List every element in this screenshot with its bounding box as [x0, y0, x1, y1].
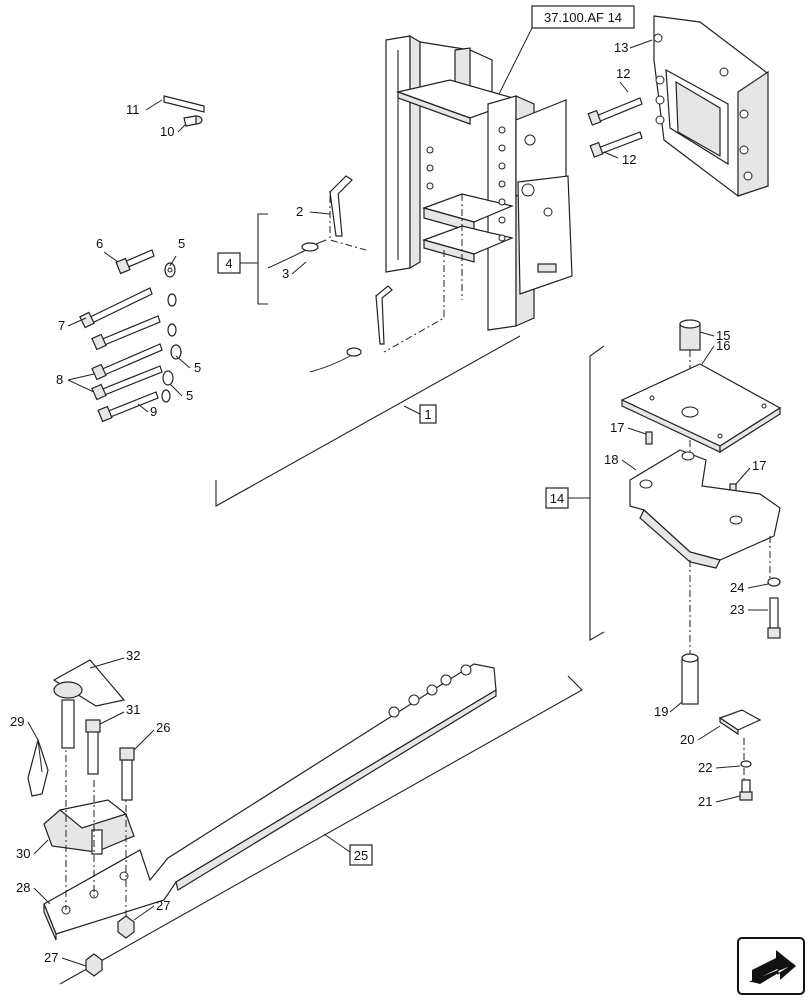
callout-19: 19 — [654, 704, 668, 719]
callout-26: 26 — [156, 720, 170, 735]
callout-27b: 27 — [44, 950, 58, 965]
lower-chain — [309, 285, 393, 373]
mounting-bracket — [653, 15, 769, 197]
callout-12a: 12 — [616, 66, 630, 81]
callout-22: 22 — [698, 760, 712, 775]
plate-16 — [620, 363, 782, 454]
drawbar — [43, 663, 497, 941]
reference-box[interactable]: 37.100.AF 14 — [531, 5, 635, 29]
bolt-9 — [97, 391, 159, 423]
callout-3: 3 — [282, 266, 289, 281]
callout-30: 30 — [16, 846, 30, 861]
bolt-6 — [115, 249, 155, 275]
plate-20 — [718, 709, 762, 736]
callout-29: 29 — [10, 714, 24, 729]
washer-22 — [740, 760, 752, 768]
callout-23: 23 — [730, 602, 744, 617]
callout-27a: 27 — [156, 898, 170, 913]
roll-pin-17a — [645, 431, 653, 445]
spring-clip-29 — [27, 737, 49, 797]
bolt-21 — [739, 779, 753, 801]
bolt-8b — [91, 343, 163, 381]
next-page-arrow-icon[interactable] — [737, 937, 805, 995]
callout-13: 13 — [614, 40, 628, 55]
svg-text:4: 4 — [225, 256, 232, 271]
callout-18: 18 — [604, 452, 618, 467]
bolt-7 — [79, 287, 153, 329]
callout-20: 20 — [680, 732, 694, 747]
group-box-25[interactable]: 25 — [349, 844, 373, 866]
callout-9: 9 — [150, 404, 157, 419]
washer-5-b — [167, 293, 177, 307]
svg-text:1: 1 — [424, 407, 431, 422]
washer-5-d — [170, 344, 182, 360]
retaining-chain — [267, 239, 327, 269]
bolt-8a — [91, 315, 161, 351]
callout-5c: 5 — [186, 388, 193, 403]
bolt-31 — [85, 719, 101, 775]
bolt-12-top — [587, 97, 643, 126]
callout-31: 31 — [126, 702, 140, 717]
washer-5-top — [164, 262, 176, 278]
washer-5-f — [161, 389, 171, 403]
callout-32: 32 — [126, 648, 140, 663]
callout-10: 10 — [160, 124, 174, 139]
hitch-frame — [385, 34, 573, 331]
washer-5-c — [167, 323, 177, 337]
callout-8: 8 — [56, 372, 63, 387]
support-18 — [629, 449, 781, 569]
callout-16: 16 — [716, 338, 730, 353]
group-box-14[interactable]: 14 — [545, 487, 569, 509]
callout-5b: 5 — [194, 360, 201, 375]
clevis-pin — [163, 95, 205, 127]
lynch-pin — [329, 175, 353, 237]
bushing-15 — [679, 319, 701, 351]
callout-11: 11 — [126, 102, 140, 117]
hitch-pin-32 — [52, 659, 126, 749]
bolt-23 — [767, 597, 781, 639]
callout-6: 6 — [96, 236, 103, 251]
callout-28: 28 — [16, 880, 30, 895]
svg-text:14: 14 — [550, 491, 564, 506]
washer-24 — [767, 577, 781, 587]
callout-24: 24 — [730, 580, 744, 595]
callout-15: 15 — [716, 328, 730, 343]
bolt-12-bottom — [589, 131, 643, 158]
bolt-8c — [91, 365, 163, 401]
bolt-26 — [119, 747, 135, 801]
callout-12b: 12 — [622, 152, 636, 167]
group-box-4[interactable]: 4 — [217, 252, 241, 274]
callout-2: 2 — [296, 204, 303, 219]
nut-27b — [117, 915, 135, 939]
reference-label: 37.100.AF 14 — [544, 10, 622, 25]
callout-17b: 17 — [752, 458, 766, 473]
svg-text:25: 25 — [354, 848, 368, 863]
pin-19 — [681, 653, 699, 705]
callout-5a: 5 — [178, 236, 185, 251]
callout-7: 7 — [58, 318, 65, 333]
nut-27a — [85, 953, 103, 977]
hitch-jaw-30 — [43, 799, 135, 855]
washer-5-e — [162, 370, 174, 386]
callout-21: 21 — [698, 794, 712, 809]
group-box-1[interactable]: 1 — [419, 404, 437, 424]
callout-17a: 17 — [610, 420, 624, 435]
